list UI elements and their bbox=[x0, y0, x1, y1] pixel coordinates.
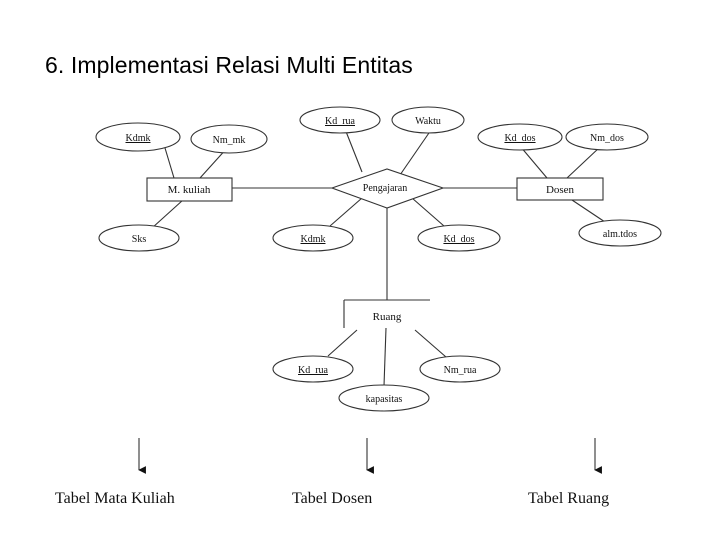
entity-label: Ruang bbox=[373, 311, 402, 323]
attribute-ru-kapasitas: kapasitas bbox=[338, 384, 430, 412]
svg-text:Kdmk: Kdmk bbox=[126, 133, 151, 144]
attribute-dos-nmdos: Nm_dos bbox=[565, 123, 649, 151]
entity-ruang: Ruang bbox=[343, 299, 430, 328]
caption-tabel-mata-kuliah: Tabel Mata Kuliah bbox=[55, 490, 175, 507]
attribute-rel-waktu: Waktu bbox=[391, 106, 465, 134]
entity-label: Dosen bbox=[546, 184, 575, 196]
attribute-ru-nmrua: Nm_rua bbox=[419, 355, 501, 383]
attribute-rel-kdrua: Kd_rua bbox=[299, 106, 381, 134]
attribute-mk-sks: Sks bbox=[98, 224, 180, 252]
svg-text:Nm_dos: Nm_dos bbox=[590, 133, 624, 144]
connector-lines bbox=[151, 128, 606, 387]
entity-matakuliah: M. kuliah bbox=[146, 177, 233, 202]
svg-text:Kd_rua: Kd_rua bbox=[298, 365, 329, 376]
attribute-mk-nmmk: Nm_mk bbox=[190, 124, 268, 154]
entity-label: M. kuliah bbox=[168, 184, 211, 196]
attribute-ru-kdrua: Kd_rua bbox=[272, 355, 354, 383]
entity-dosen: Dosen bbox=[516, 177, 604, 201]
attribute-mk-kdmk: Kdmk bbox=[95, 122, 181, 152]
svg-text:alm.tdos: alm.tdos bbox=[603, 229, 637, 240]
relationship-pengajaran: Pengajaran bbox=[330, 168, 445, 209]
attribute-rel-kdmk: Kdmk bbox=[272, 224, 354, 252]
svg-text:kapasitas: kapasitas bbox=[366, 394, 403, 405]
svg-text:Nm_rua: Nm_rua bbox=[444, 365, 477, 376]
caption-tabel-ruang: Tabel Ruang bbox=[528, 490, 610, 507]
attribute-dos-alamat: alm.tdos bbox=[578, 219, 662, 247]
relationship-label: Pengajaran bbox=[363, 183, 407, 194]
slide-title: 6. Implementasi Relasi Multi Entitas bbox=[45, 52, 413, 78]
attribute-dos-kddos: Kd_dos bbox=[477, 123, 563, 151]
svg-text:Sks: Sks bbox=[132, 234, 147, 245]
svg-text:Waktu: Waktu bbox=[415, 116, 441, 127]
attribute-rel-kddos: Kd_dos bbox=[417, 224, 501, 252]
svg-text:Kd_dos: Kd_dos bbox=[443, 234, 474, 245]
svg-text:Nm_mk: Nm_mk bbox=[213, 135, 246, 146]
svg-text:Kd_dos: Kd_dos bbox=[504, 133, 535, 144]
arrows bbox=[138, 438, 602, 474]
caption-tabel-dosen: Tabel Dosen bbox=[292, 490, 373, 507]
svg-text:Kdmk: Kdmk bbox=[301, 234, 326, 245]
svg-text:Kd_rua: Kd_rua bbox=[325, 116, 356, 127]
